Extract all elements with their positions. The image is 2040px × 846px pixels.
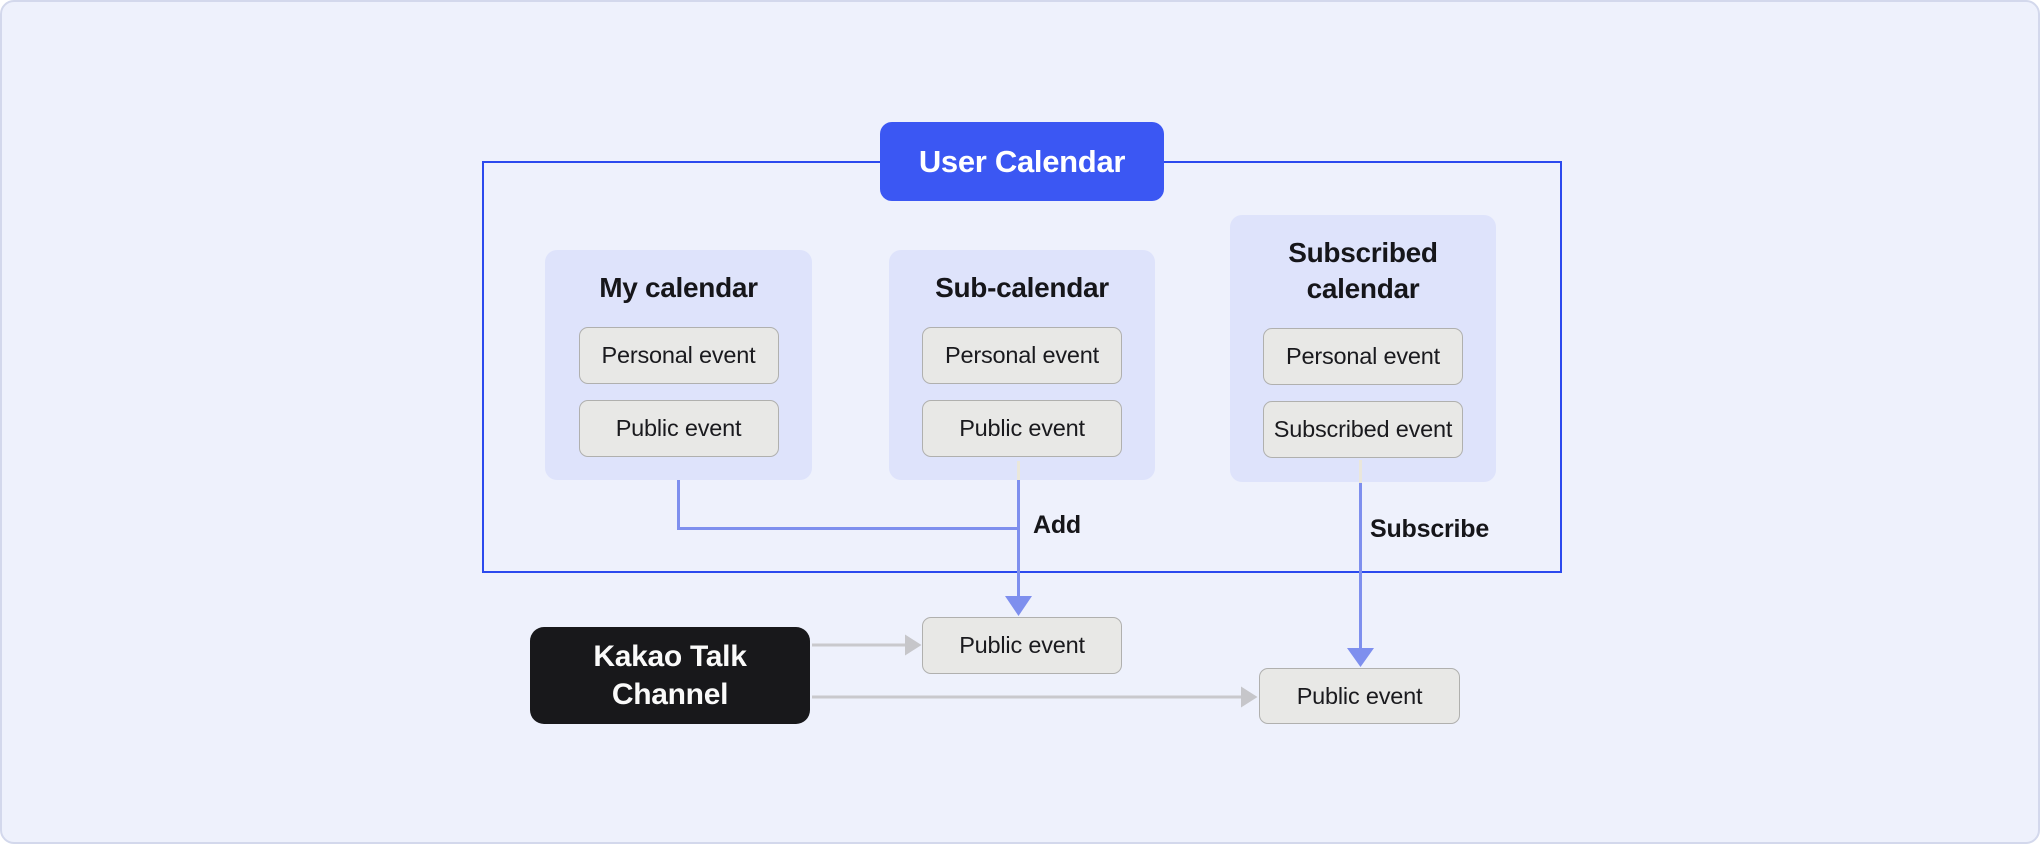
public-event-output-2: Public event: [1259, 668, 1460, 724]
card-subscribed-calendar: Subscribed calendar Personal event Subsc…: [1230, 215, 1496, 482]
card-title: My calendar: [599, 272, 758, 303]
event-pill-public: Public event: [922, 400, 1122, 457]
event-pill-personal: Personal event: [578, 327, 779, 384]
kakao-talk-channel-box: Kakao Talk Channel: [530, 627, 810, 724]
card-my-calendar: My calendar Personal event Public event: [545, 250, 812, 480]
event-pill-public: Public event: [578, 400, 779, 457]
public-event-box: Public event: [1259, 668, 1460, 724]
edge-channel-arrowhead-2: [1241, 686, 1258, 708]
card-sub-calendar: Sub-calendar Personal event Public event: [889, 250, 1155, 480]
subscribe-label: Subscribe: [1370, 515, 1490, 543]
event-pill-personal: Personal event: [1263, 328, 1463, 385]
edge-subscribe-arrowhead: [1347, 648, 1374, 667]
card-title: Subscribed calendar: [1288, 237, 1438, 304]
user-calendar-label: User Calendar: [918, 143, 1126, 179]
card-title: Sub-calendar: [935, 272, 1109, 303]
edge-channel-arrowhead-1: [905, 634, 922, 656]
public-event-box: Public event: [922, 617, 1122, 674]
edge-add-arrowhead: [1005, 596, 1032, 616]
add-label: Add: [1033, 511, 1081, 539]
event-pill-personal: Personal event: [922, 327, 1122, 384]
user-calendar-badge: User Calendar: [880, 122, 1164, 201]
kakao-talk-channel-label: Kakao Talk Channel: [593, 639, 747, 711]
event-pill-subscribed: Subscribed event: [1263, 401, 1463, 458]
public-event-output-1: Public event: [922, 617, 1122, 674]
